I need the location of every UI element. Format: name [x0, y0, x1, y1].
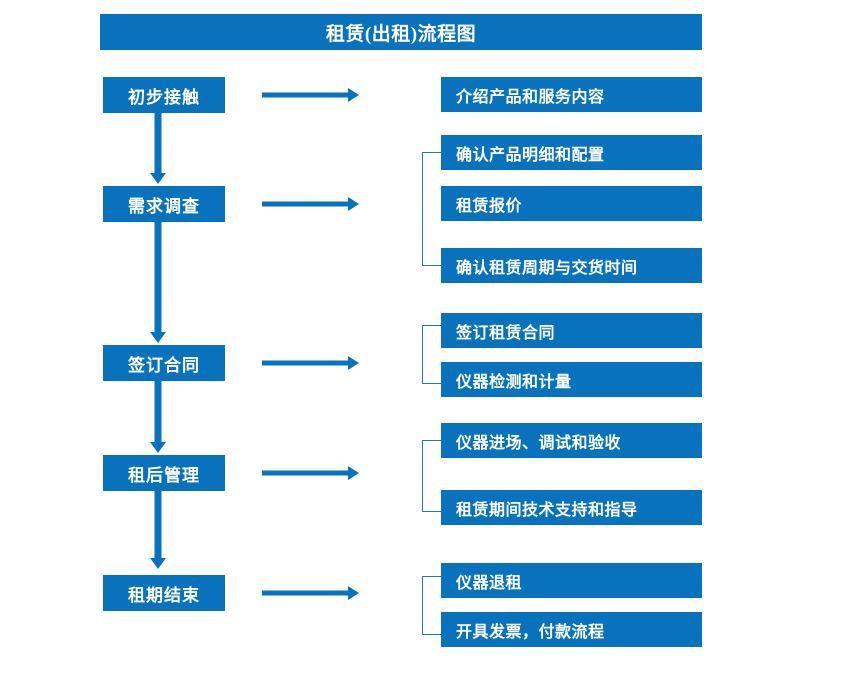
- arrow-right-2: [262, 195, 360, 213]
- arrow-down-4: [148, 491, 168, 570]
- bracket-group-5: [422, 576, 441, 635]
- detail-box-3-1[interactable]: 签订租赁合同: [441, 313, 702, 348]
- arrow-down-2: [148, 222, 168, 344]
- arrow-right-1: [262, 86, 360, 104]
- arrow-right-4: [262, 464, 360, 482]
- bracket-group-4: [422, 440, 441, 512]
- detail-box-3-2[interactable]: 仪器检测和计量: [441, 362, 702, 397]
- diagram-title: 租赁(出租)流程图: [100, 14, 702, 50]
- stage-box-3[interactable]: 签订合同: [103, 345, 225, 381]
- detail-box-5-1[interactable]: 仪器退租: [441, 563, 702, 598]
- stage-box-1[interactable]: 初步接触: [103, 77, 225, 113]
- detail-box-1-1[interactable]: 介绍产品和服务内容: [441, 77, 702, 112]
- arrow-down-1: [148, 113, 168, 185]
- stage-box-2[interactable]: 需求调查: [103, 186, 225, 222]
- stage-box-4[interactable]: 租后管理: [103, 455, 225, 491]
- detail-box-2-1[interactable]: 确认产品明细和配置: [441, 135, 702, 170]
- arrow-down-3: [148, 381, 168, 454]
- stage-box-5[interactable]: 租期结束: [103, 575, 225, 611]
- arrow-right-5: [262, 584, 360, 602]
- bracket-group-3: [422, 325, 441, 384]
- detail-box-2-2[interactable]: 租赁报价: [441, 186, 702, 221]
- detail-box-4-2[interactable]: 租赁期间技术支持和指导: [441, 490, 702, 525]
- arrow-right-3: [262, 354, 360, 372]
- bracket-group-2: [422, 152, 441, 266]
- detail-box-4-1[interactable]: 仪器进场、调试和验收: [441, 423, 702, 458]
- detail-box-5-2[interactable]: 开具发票，付款流程: [441, 612, 702, 647]
- detail-box-2-3[interactable]: 确认租赁周期与交货时间: [441, 248, 702, 283]
